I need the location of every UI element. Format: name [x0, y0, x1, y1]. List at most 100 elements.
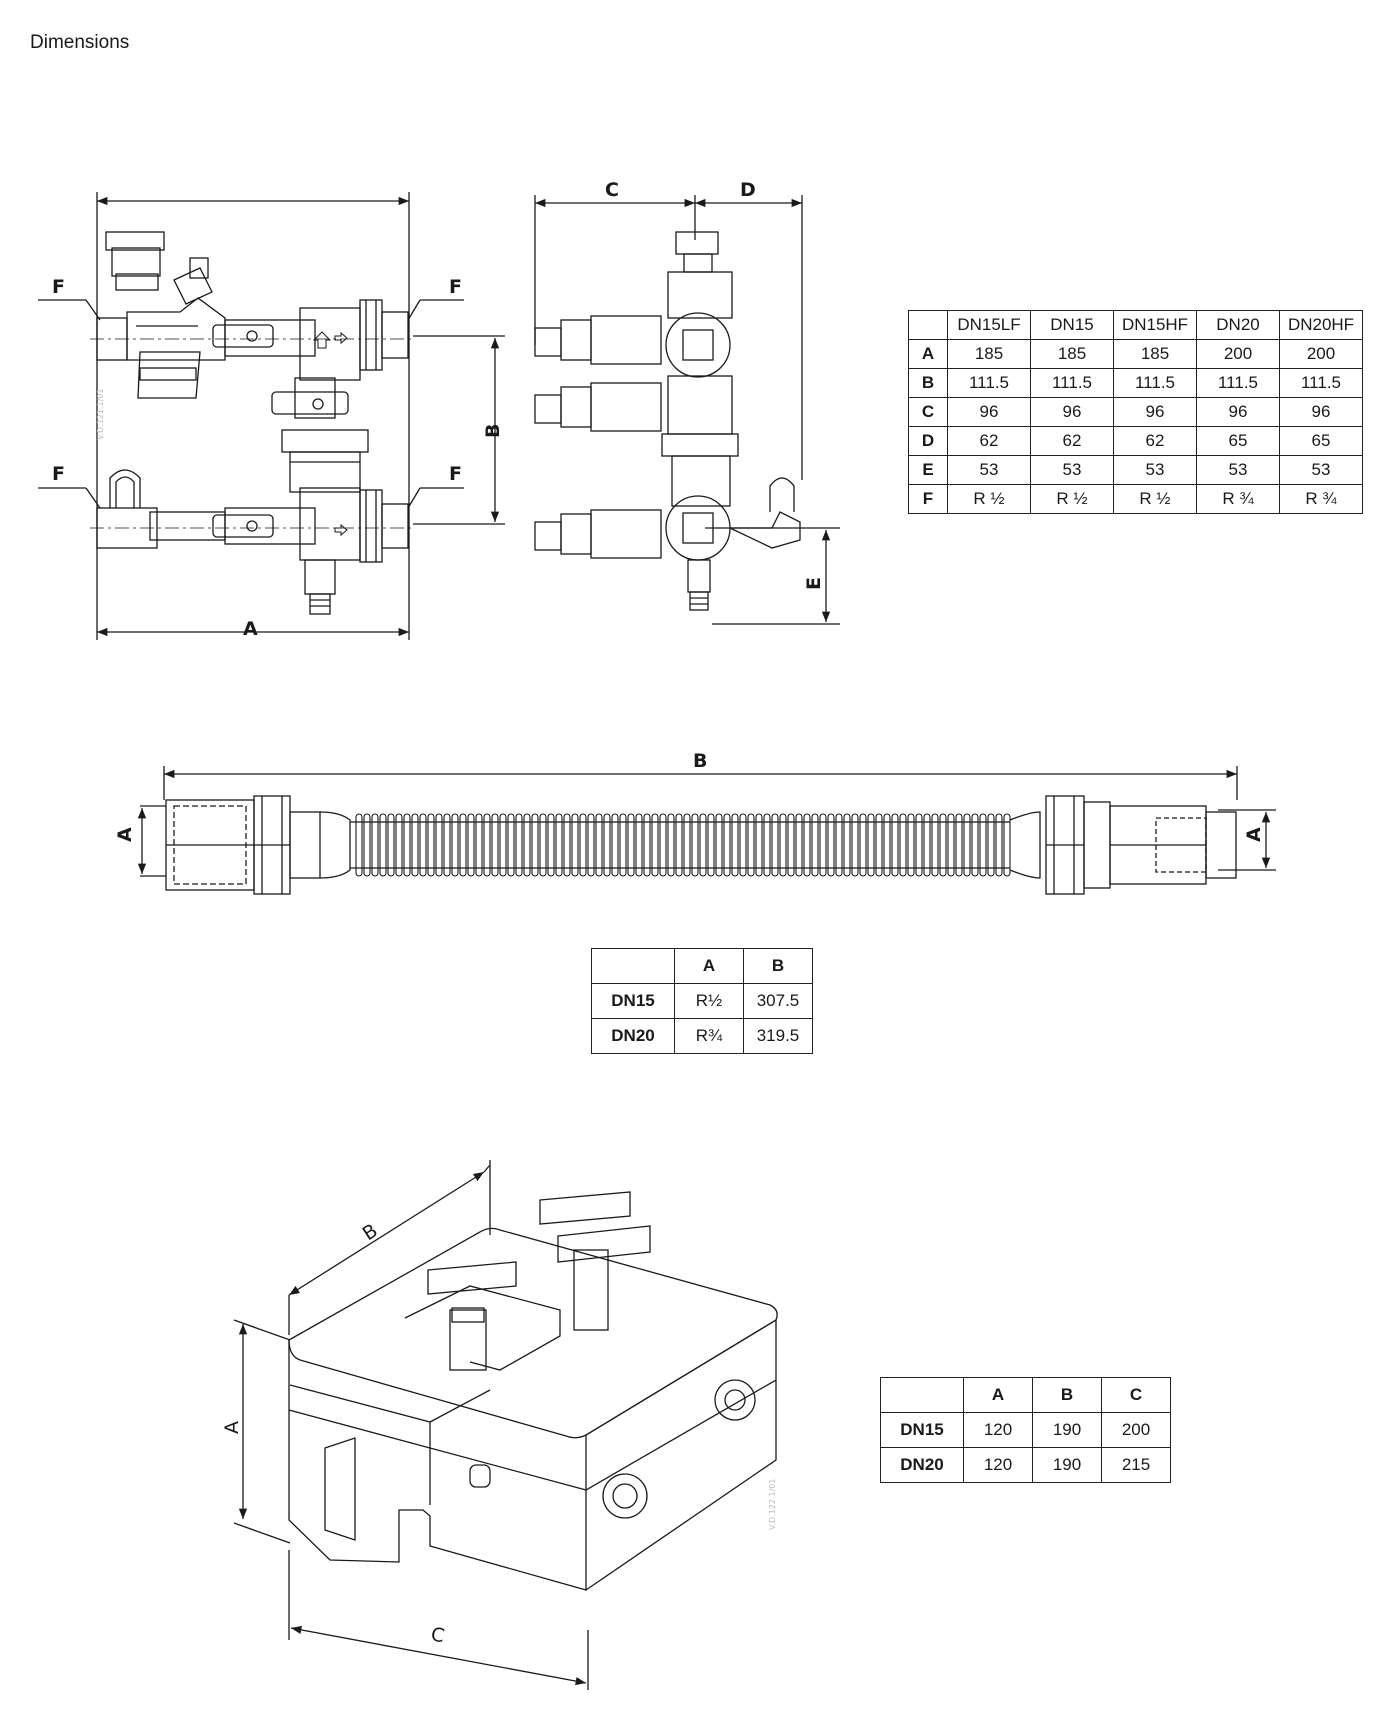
- table-cell: 96: [1030, 397, 1114, 427]
- row-label: DN15: [591, 983, 675, 1019]
- hose-corrugation: [939, 813, 947, 877]
- dim-label-F-top-left: F: [52, 276, 65, 298]
- table-cell: R½: [674, 983, 744, 1019]
- hose-corrugation: [891, 813, 899, 877]
- row-label: DN15: [880, 1412, 964, 1448]
- table-cell: 65: [1196, 426, 1280, 456]
- table-cell: 96: [1196, 397, 1280, 427]
- table-cell: 96: [947, 397, 1031, 427]
- hose-dim-label-A-right: A: [1243, 827, 1265, 842]
- hose-corrugation: [443, 813, 451, 877]
- table-cell: 62: [947, 426, 1031, 456]
- table-cell: 200: [1101, 1412, 1171, 1448]
- drawing3-ref-code: V.D.122.1/01: [768, 1479, 777, 1530]
- hose-corrugation: [787, 813, 795, 877]
- hose-corrugation: [1003, 813, 1011, 877]
- table-cell: 53: [1196, 455, 1280, 485]
- table-cell: 190: [1032, 1412, 1102, 1448]
- hose-corrugation: [611, 813, 619, 877]
- hose-corrugation: [843, 813, 851, 877]
- row-label: DN20: [591, 1018, 675, 1054]
- hose-corrugation: [971, 813, 979, 877]
- hose-corrugation: [427, 813, 435, 877]
- hose-corrugation: [515, 813, 523, 877]
- row-label: E: [908, 455, 948, 485]
- hose-corrugation: [459, 813, 467, 877]
- table-cell: 111.5: [1279, 368, 1363, 398]
- hose-corrugation: [603, 813, 611, 877]
- hose-corrugation: [667, 813, 675, 877]
- row-label: DN20: [880, 1447, 964, 1483]
- hose-corrugation: [723, 813, 731, 877]
- table-header-cell: [880, 1377, 964, 1413]
- hose-corrugation: [467, 813, 475, 877]
- table-cell: 111.5: [1030, 368, 1114, 398]
- row-label: D: [908, 426, 948, 456]
- hose-corrugation: [651, 813, 659, 877]
- table-header-cell: DN20HF: [1279, 310, 1363, 340]
- hose-dim-label-A-left: A: [114, 827, 136, 842]
- row-label: C: [908, 397, 948, 427]
- dim-label-D-side: D: [740, 179, 756, 201]
- hose-corrugation: [619, 813, 627, 877]
- hose-corrugation: [571, 813, 579, 877]
- hose-corrugation: [731, 813, 739, 877]
- dim-label-B-front: B: [482, 424, 504, 438]
- hose-corrugation: [507, 813, 515, 877]
- table-header-row: A B: [591, 948, 813, 984]
- hose-corrugation: [387, 813, 395, 877]
- box-dim-label-B: B: [359, 1220, 382, 1246]
- table-header-row: A B C: [880, 1377, 1171, 1413]
- table-cell: 215: [1101, 1447, 1171, 1483]
- table-cell: 53: [1279, 455, 1363, 485]
- hose-corrugation: [875, 813, 883, 877]
- table-header-cell: [591, 948, 675, 984]
- dim-label-F-bottom-left: F: [52, 463, 65, 485]
- table-cell: 185: [1030, 339, 1114, 369]
- dim-label-E-side: E: [803, 577, 825, 590]
- hose-corrugation: [707, 813, 715, 877]
- hose-dim-label-B: B: [693, 750, 707, 772]
- hose-corrugation: [539, 813, 547, 877]
- hose-corrugation: [899, 813, 907, 877]
- table-cell: 185: [947, 339, 1031, 369]
- table-header-cell: B: [743, 948, 813, 984]
- drawing1-ref-code: V.D.121.1/01: [96, 389, 105, 440]
- hose-corrugation: [747, 813, 755, 877]
- table-cell: 307.5: [743, 983, 813, 1019]
- hose-corrugation: [475, 813, 483, 877]
- hose-corrugation: [995, 813, 1003, 877]
- hose-corrugation: [579, 813, 587, 877]
- hose-corrugation: [491, 813, 499, 877]
- table-cell: 190: [1032, 1447, 1102, 1483]
- hose-corrugation: [355, 813, 363, 877]
- hose-corrugation: [907, 813, 915, 877]
- table-cell: R ¾: [1279, 484, 1363, 514]
- hose-corrugation: [739, 813, 747, 877]
- hose-corrugation: [987, 813, 995, 877]
- hose-corrugation: [923, 813, 931, 877]
- hose-corrugation: [395, 813, 403, 877]
- hose-corrugation: [915, 813, 923, 877]
- table-header-row: DN15LF DN15 DN15HF DN20 DN20HF: [908, 310, 1363, 340]
- hose-corrugation: [371, 813, 379, 877]
- hose-corrugation: [859, 813, 867, 877]
- hose-corrugation: [699, 813, 707, 877]
- hose-corrugation: [635, 813, 643, 877]
- table-header-cell: A: [963, 1377, 1033, 1413]
- table-cell: 120: [963, 1412, 1033, 1448]
- hose-corrugation: [483, 813, 491, 877]
- dim-label-C-side: C: [605, 179, 619, 201]
- table-cell: 200: [1279, 339, 1363, 369]
- hose-corrugation: [883, 813, 891, 877]
- hose-corrugation: [403, 813, 411, 877]
- dim-label-F-bottom-right: F: [449, 463, 462, 485]
